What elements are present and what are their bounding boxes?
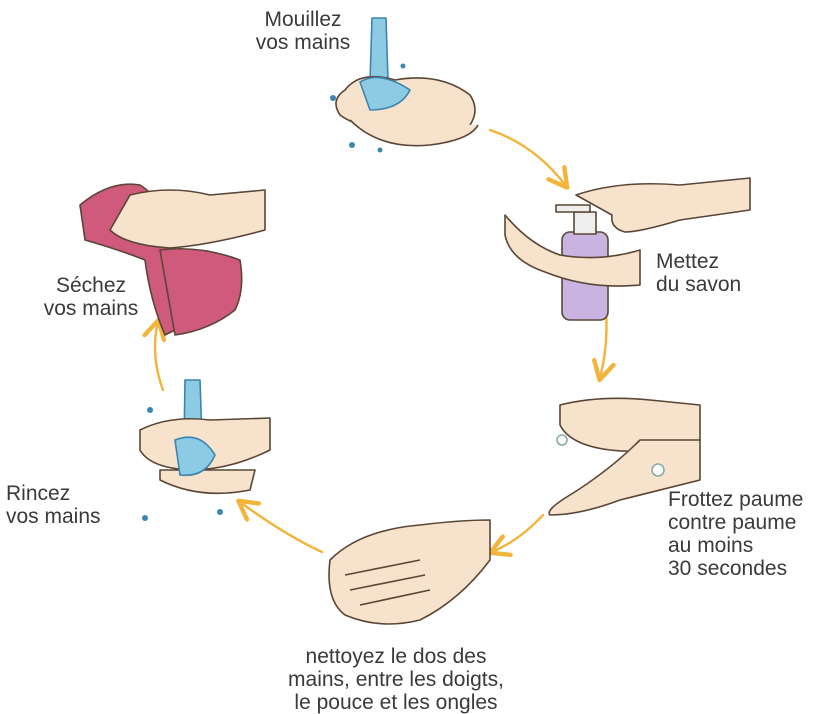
step-label-rinse: Rincez vos mains [6,482,126,528]
step-label-soap: Mettez du savon [656,250,776,296]
arrow-wet-to-soap [490,130,566,186]
step-label-back: nettoyez le dos des mains, entre les doi… [266,645,526,714]
arrow-rub-to-back [492,515,543,552]
arrow-back-to-rinse [240,502,322,552]
soap-dispenser-icon [505,178,750,320]
step-label-dry: Séchez vos mains [36,274,146,320]
rinse-hands-icon [140,380,270,521]
back-of-hands-icon [329,520,490,624]
step-label-wet: Mouillez vos mains [248,8,358,54]
step-label-rub: Frottez paume contre paume au moins 30 s… [668,488,828,580]
arrow-rinse-to-dry [155,322,163,390]
